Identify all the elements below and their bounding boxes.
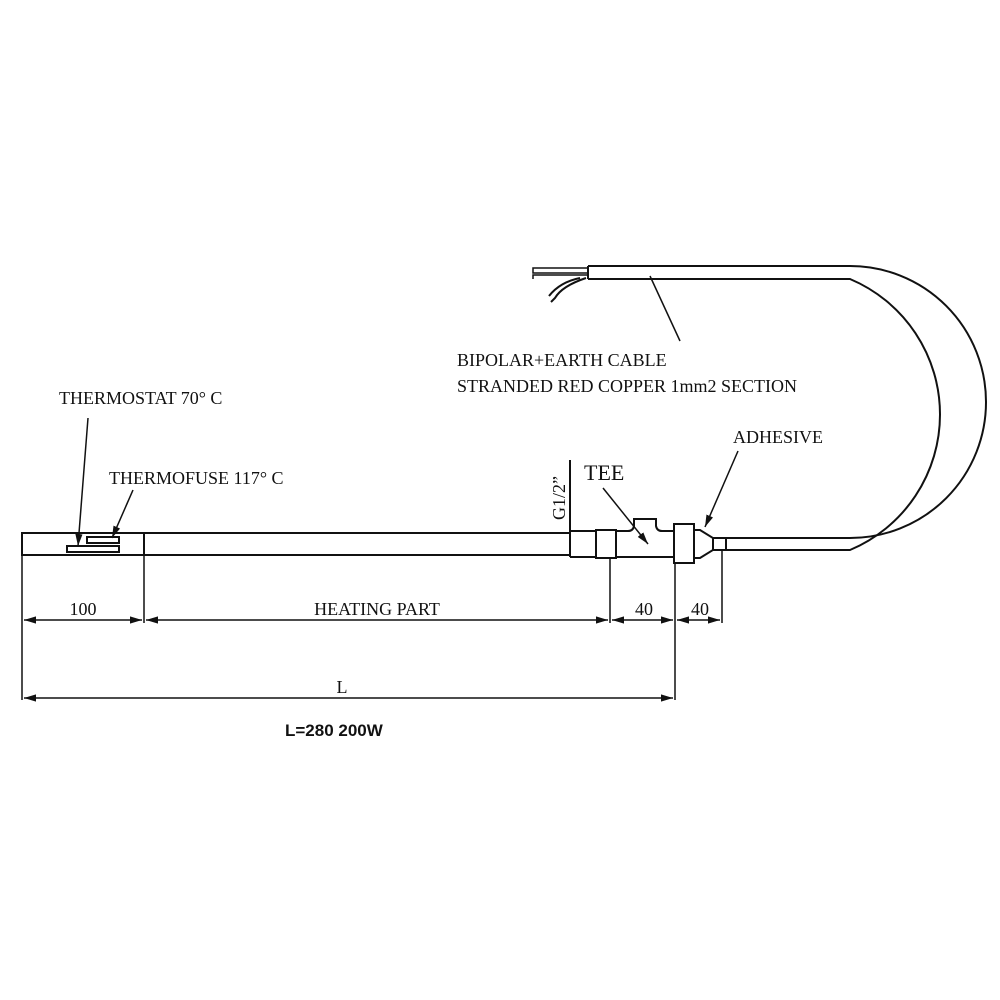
adhesive-label: ADHESIVE	[733, 427, 823, 447]
cable-label-2: STRANDED RED COPPER 1mm2 SECTION	[457, 376, 797, 396]
thermostat-leader	[75, 417, 89, 547]
thermofuse-label: THERMOFUSE 117° C	[109, 468, 284, 488]
dimension-lines	[24, 616, 720, 702]
thermostat	[66, 545, 120, 553]
dim-cable-exit: 40	[691, 599, 709, 619]
tee-fitting	[569, 460, 727, 564]
spec-label: L=280 200W	[285, 721, 384, 740]
dim-fitting: 40	[635, 599, 653, 619]
cable	[532, 265, 987, 551]
dim-cold-zone: 100	[70, 599, 97, 619]
thermostat-label: THERMOSTAT 70° C	[59, 388, 222, 408]
thermofuse	[86, 536, 120, 544]
thread-label: G1/2”	[549, 476, 569, 520]
adhesive-leader	[704, 450, 739, 528]
thermofuse-leader	[111, 489, 134, 539]
dim-total: L	[337, 677, 348, 697]
extension-lines	[21, 550, 723, 700]
tee-label: TEE	[584, 460, 624, 485]
dim-heating-part: HEATING PART	[314, 599, 440, 619]
tee-leader	[602, 487, 649, 545]
cable-label-1: BIPOLAR+EARTH CABLE	[457, 350, 667, 370]
cable-leader	[649, 275, 681, 342]
